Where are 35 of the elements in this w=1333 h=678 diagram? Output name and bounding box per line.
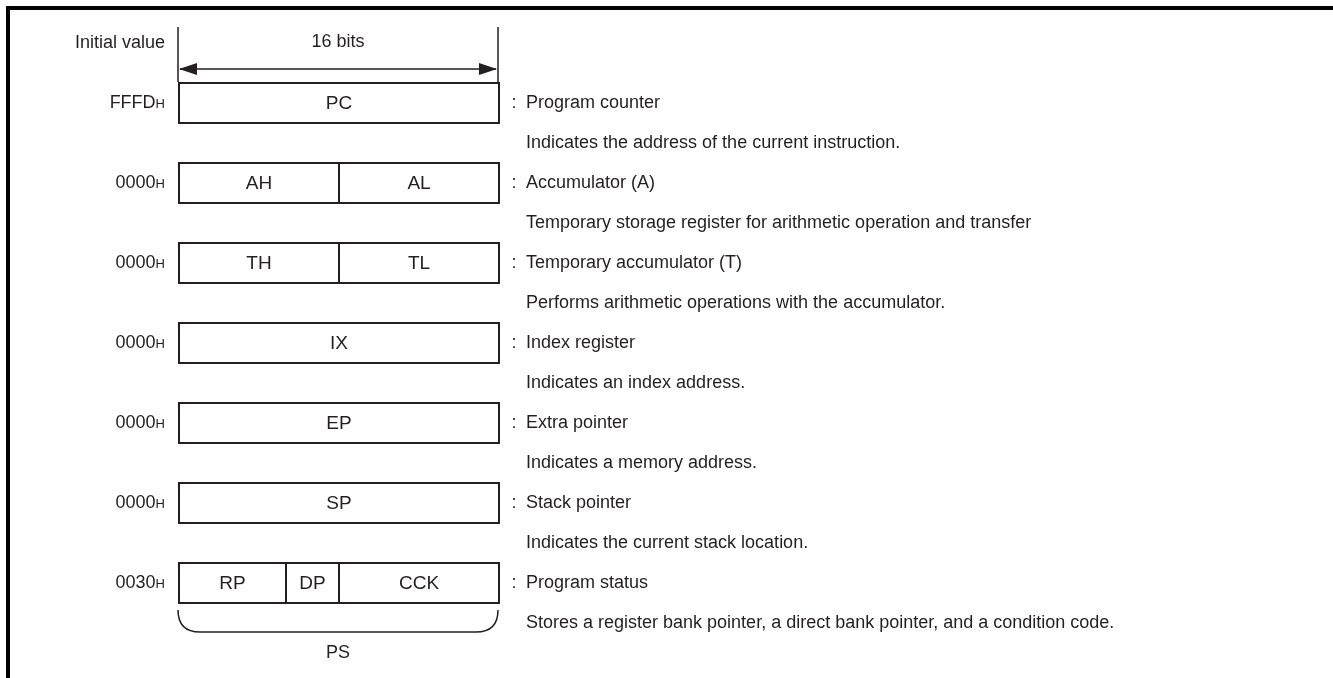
register-field: AH	[178, 162, 340, 204]
register-description: Stores a register bank pointer, a direct bank pointer, and a condition code.	[526, 611, 1115, 633]
register-field: RP	[178, 562, 287, 604]
register-description: Indicates the current stack location.	[526, 531, 809, 553]
register-name: Temporary accumulator (T)	[526, 251, 743, 273]
register-field: IX	[178, 322, 500, 364]
register-field: EP	[178, 402, 500, 444]
register-field: CCK	[338, 562, 500, 604]
separator-colon: :	[511, 571, 517, 593]
register-name: Index register	[526, 331, 636, 353]
register-field: TH	[178, 242, 340, 284]
register-field: SP	[178, 482, 500, 524]
register-name: Program status	[526, 571, 649, 593]
register-name: Program counter	[526, 91, 661, 113]
register-field: AL	[338, 162, 500, 204]
bit-width-label: 16 bits	[311, 30, 365, 52]
register-name: Extra pointer	[526, 411, 629, 433]
register-description: Indicates an index address.	[526, 371, 746, 393]
column-heading: Initial value	[74, 31, 165, 53]
register-field: DP	[285, 562, 340, 604]
register-field: TL	[338, 242, 500, 284]
separator-colon: :	[511, 491, 517, 513]
separator-colon: :	[511, 331, 517, 353]
register-description: Temporary storage register for arithmetic operation and transfer	[526, 211, 1032, 233]
separator-colon: :	[511, 91, 517, 113]
separator-colon: :	[511, 171, 517, 193]
separator-colon: :	[511, 411, 517, 433]
register-name: Accumulator (A)	[526, 171, 656, 193]
register-description: Indicates a memory address.	[526, 451, 758, 473]
register-name: PS	[326, 641, 350, 663]
register-field: PC	[178, 82, 500, 124]
separator-colon: :	[511, 251, 517, 273]
register-name: Stack pointer	[526, 491, 632, 513]
register-description: Indicates the address of the current instruction.	[526, 131, 901, 153]
register-description: Performs arithmetic operations with the accumulator.	[526, 291, 946, 313]
